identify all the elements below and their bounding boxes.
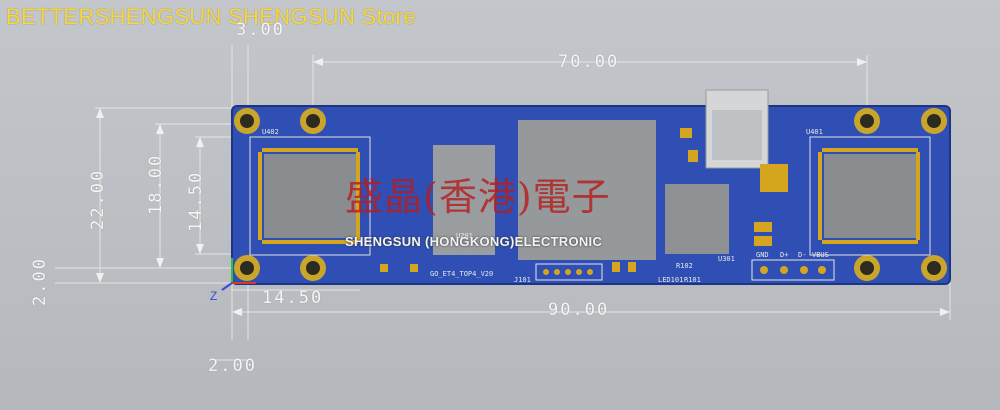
dim-70: 70.00 — [558, 52, 620, 72]
label-d-minus: D- — [798, 251, 807, 259]
dim-14-50-vertical: 14.50 — [186, 170, 206, 232]
gold-pad-block — [760, 164, 788, 192]
watermark-chinese: 盛晶(香港)電子 — [345, 175, 611, 219]
label-gnd: GND — [756, 251, 769, 259]
dim-18-vertical: 18.00 — [146, 153, 166, 215]
label-u301: U301 — [718, 255, 735, 263]
watermark-english: SHENGSUN (HONGKONG)ELECTRONIC — [345, 234, 603, 249]
usb-connector — [705, 89, 769, 169]
label-u201: U201 — [456, 232, 473, 240]
right-module-chip — [824, 154, 916, 238]
left-module-pads — [258, 148, 360, 244]
header-j101 — [535, 263, 603, 281]
mounting-holes — [234, 108, 947, 281]
label-r102: R102 — [676, 262, 693, 270]
dim-2-bottom: 2.00 — [208, 356, 257, 376]
label-u402: U402 — [262, 128, 279, 136]
chip-u201 — [433, 145, 495, 255]
label-board-text: GO_ET4_TOP4_V20 — [430, 270, 494, 278]
dim-22-vertical: 22.00 — [88, 168, 108, 230]
label-j101: J101 — [514, 276, 531, 284]
dim-top-partial: 3.00 — [236, 20, 285, 40]
header-usb-pins — [751, 259, 835, 281]
axis-z-label: Z — [210, 289, 218, 303]
right-module-pads — [818, 148, 920, 244]
left-module-outline — [249, 136, 371, 256]
chip-u301 — [665, 184, 729, 254]
right-module-outline — [809, 136, 931, 256]
dim-90: 90.00 — [548, 300, 610, 320]
dimension-arrows — [96, 58, 950, 316]
label-r101: R101 — [684, 276, 701, 284]
store-title: BETTERSHENGSUN SHENGSUN Store — [6, 4, 416, 29]
axis-indicator — [221, 258, 256, 291]
left-module-chip — [264, 154, 356, 238]
dim-14-50-horizontal: 14.50 — [262, 288, 324, 308]
label-vbus: VBUS — [812, 251, 829, 259]
small-components — [380, 128, 772, 272]
chip-large-center — [518, 120, 656, 260]
label-led101: LED101 — [658, 276, 684, 284]
label-u401: U401 — [806, 128, 823, 136]
label-d-plus: D+ — [780, 251, 789, 259]
dim-2-left: 2.00 — [30, 257, 50, 306]
